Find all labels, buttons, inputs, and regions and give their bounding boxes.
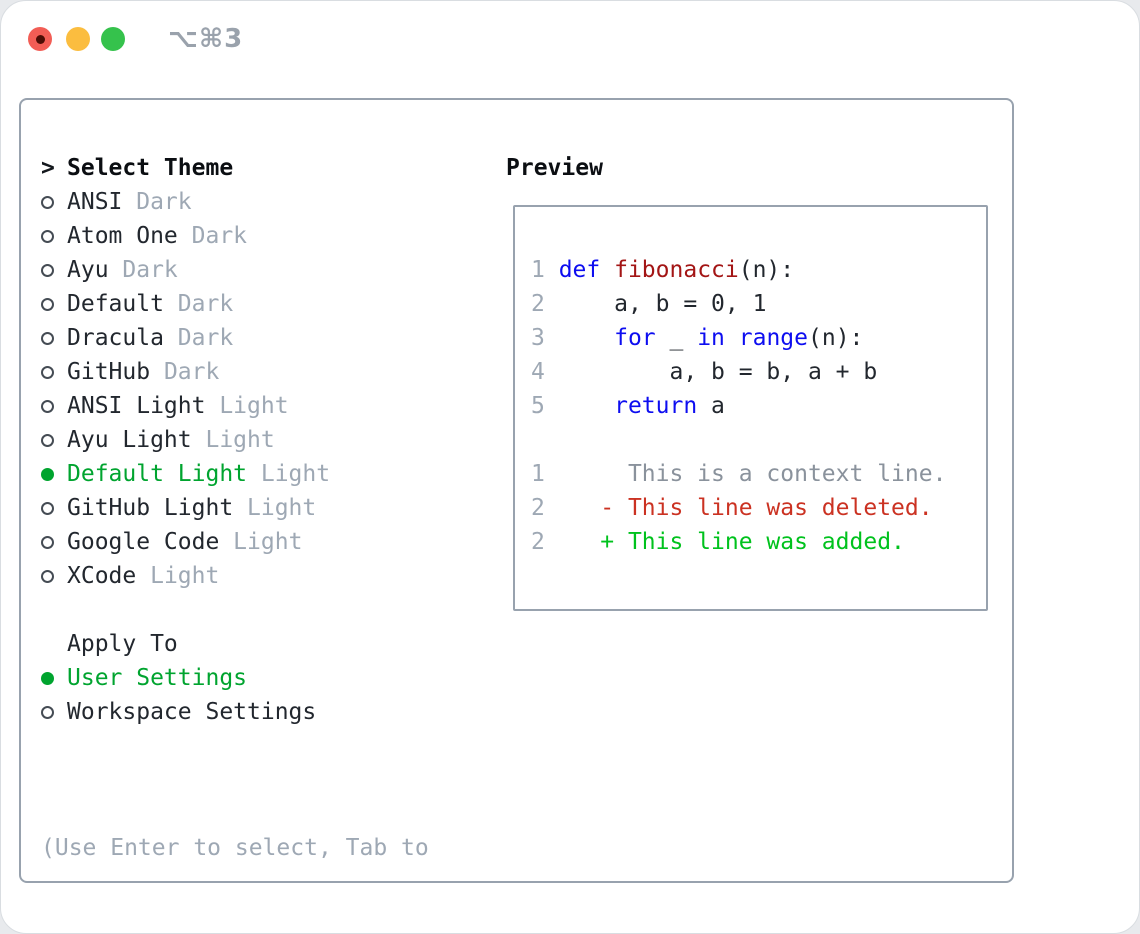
apply-option-workspace-settings[interactable]: Workspace Settings [41,695,429,729]
option-label: Dracula [67,325,164,351]
line-number: 5 [531,393,559,419]
apply-to-header: Apply To [41,627,429,661]
theme-option-dracula[interactable]: Dracula Dark [41,321,429,355]
preview-title: Preview [506,155,603,181]
select-theme-title: Select Theme [67,155,234,181]
option-label: Ayu [67,257,109,283]
hint-text: (Use Enter to select, Tab to change focu… [41,763,429,933]
line-number: 1 [531,461,559,487]
code-preview: 1 def fibonacci(n): 2 a, b = 0, 1 3 for _ … [531,253,980,423]
diff-line-deleted: 2 - This line was deleted. [531,495,933,521]
option-variant: Light [136,563,220,589]
line-number: 4 [531,359,559,385]
radio-icon [41,331,54,345]
preview-header: Preview [506,151,603,185]
option-variant: Light [205,393,289,419]
diff-line-added: 2 + This line was added. [531,529,905,555]
option-label: Ayu Light [67,427,192,453]
line-number: 2 [531,291,559,317]
theme-option-xcode[interactable]: XCode Light [41,559,429,593]
apply-to-title: Apply To [67,631,178,657]
theme-option-ayu-light[interactable]: Ayu Light Light [41,423,429,457]
line-number: 1 [531,257,559,283]
radio-icon [41,297,54,311]
radio-icon [41,263,54,277]
option-label: GitHub [67,359,151,385]
diff-line-context: 1 This is a context line. [531,461,947,487]
option-label: Default Light [67,461,248,487]
option-label: XCode [67,563,137,589]
diff-preview: 1 This is a context line. 2 - This line w… [531,457,980,559]
option-variant: Light [191,427,275,453]
option-label: ANSI [67,189,123,215]
code-line: 1 def fibonacci(n): [531,257,795,283]
option-label: Google Code [67,529,220,555]
option-variant: Dark [122,189,192,215]
code-line: 5 return a [531,393,725,419]
option-label: User Settings [67,665,248,691]
line-number: 2 [531,495,559,521]
theme-option-github[interactable]: GitHub Dark [41,355,429,389]
radio-icon [41,195,54,209]
radio-icon [41,365,54,379]
radio-selected-icon [41,467,54,481]
window-title: ⌥⌘3 [168,24,244,54]
theme-option-google-code[interactable]: Google Code Light [41,525,429,559]
radio-icon [41,535,54,549]
option-variant: Light [219,529,303,555]
radio-icon [41,433,54,447]
option-label: GitHub Light [67,495,234,521]
focus-caret-icon: > [41,155,55,181]
code-line: 3 for _ in range(n): [531,325,864,351]
close-button[interactable] [28,27,52,51]
theme-option-github-light[interactable]: GitHub Light Light [41,491,429,525]
select-theme-header: > Select Theme [41,151,429,185]
theme-option-ayu[interactable]: Ayu Dark [41,253,429,287]
theme-option-atom-one[interactable]: Atom One Dark [41,219,429,253]
option-variant: Dark [150,359,220,385]
option-variant: Light [233,495,317,521]
apply-option-user-settings[interactable]: User Settings [41,661,429,695]
option-variant: Dark [163,325,234,351]
preview-box: 1 def fibonacci(n): 2 a, b = 0, 1 3 for _ … [513,205,988,611]
radio-icon [41,705,54,719]
hint-line-1: (Use Enter to select, Tab to [41,835,429,861]
option-label: Workspace Settings [67,699,317,725]
code-line: 2 a, b = 0, 1 [531,291,767,317]
radio-icon [41,569,54,583]
radio-selected-icon [41,671,54,685]
option-variant: Dark [177,223,248,249]
option-variant: Light [247,461,331,487]
line-number: 2 [531,529,559,555]
option-variant: Dark [163,291,234,317]
radio-icon [41,229,54,243]
zoom-button[interactable] [101,27,125,51]
option-label: Default [67,291,164,317]
close-dot-icon [35,34,45,44]
option-label: ANSI Light [67,393,206,419]
radio-icon [41,501,54,515]
code-line: 4 a, b = b, a + b [531,359,878,385]
radio-icon [41,399,54,413]
option-variant: Dark [108,257,178,283]
theme-option-default-light[interactable]: Default Light Light [41,457,429,491]
theme-option-ansi-light[interactable]: ANSI Light Light [41,389,429,423]
minimize-button[interactable] [66,27,90,51]
option-label: Atom One [67,223,178,249]
line-number: 3 [531,325,559,351]
theme-option-ansi[interactable]: ANSI Dark [41,185,429,219]
theme-option-default[interactable]: Default Dark [41,287,429,321]
